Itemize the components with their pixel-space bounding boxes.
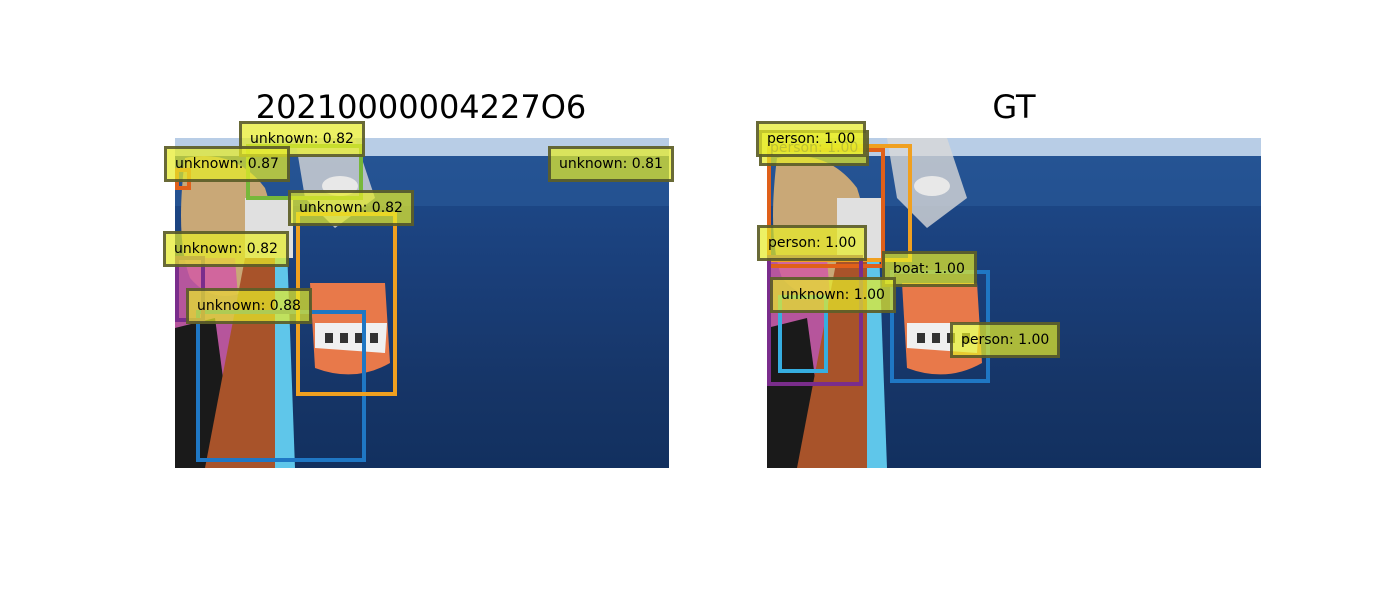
left-photo [175,138,669,468]
left-panel-title: 20210000004227O6 [255,88,587,126]
photo-scene [767,138,1261,468]
right-panel-title: GT [992,88,1036,126]
photo-scene [175,138,669,468]
right-photo [767,138,1261,468]
